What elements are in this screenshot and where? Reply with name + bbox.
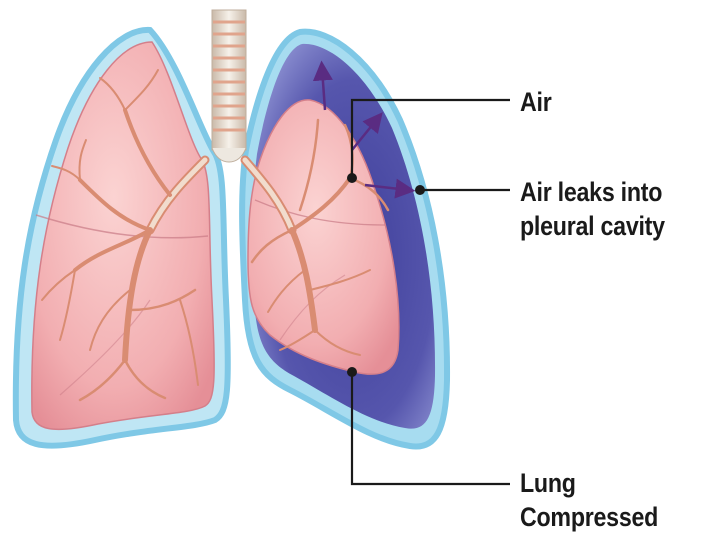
dot-lung: [347, 367, 357, 377]
right-pleural-cavity: [242, 32, 447, 447]
label-air: Air: [520, 85, 551, 119]
label-air-text: Air: [520, 87, 551, 117]
label-lung-line2: Compressed: [520, 500, 658, 534]
label-air-leak: Air leaks into pleural cavity: [520, 175, 665, 243]
label-lung-line1: Lung: [520, 466, 658, 500]
label-lung-compressed: Lung Compressed: [520, 466, 658, 534]
label-air-leak-line1: Air leaks into: [520, 175, 665, 209]
label-air-leak-line2: pleural cavity: [520, 209, 665, 243]
left-lung: [16, 30, 228, 446]
dot-air: [347, 173, 357, 183]
dot-leak: [415, 185, 425, 195]
trachea: [212, 10, 246, 162]
